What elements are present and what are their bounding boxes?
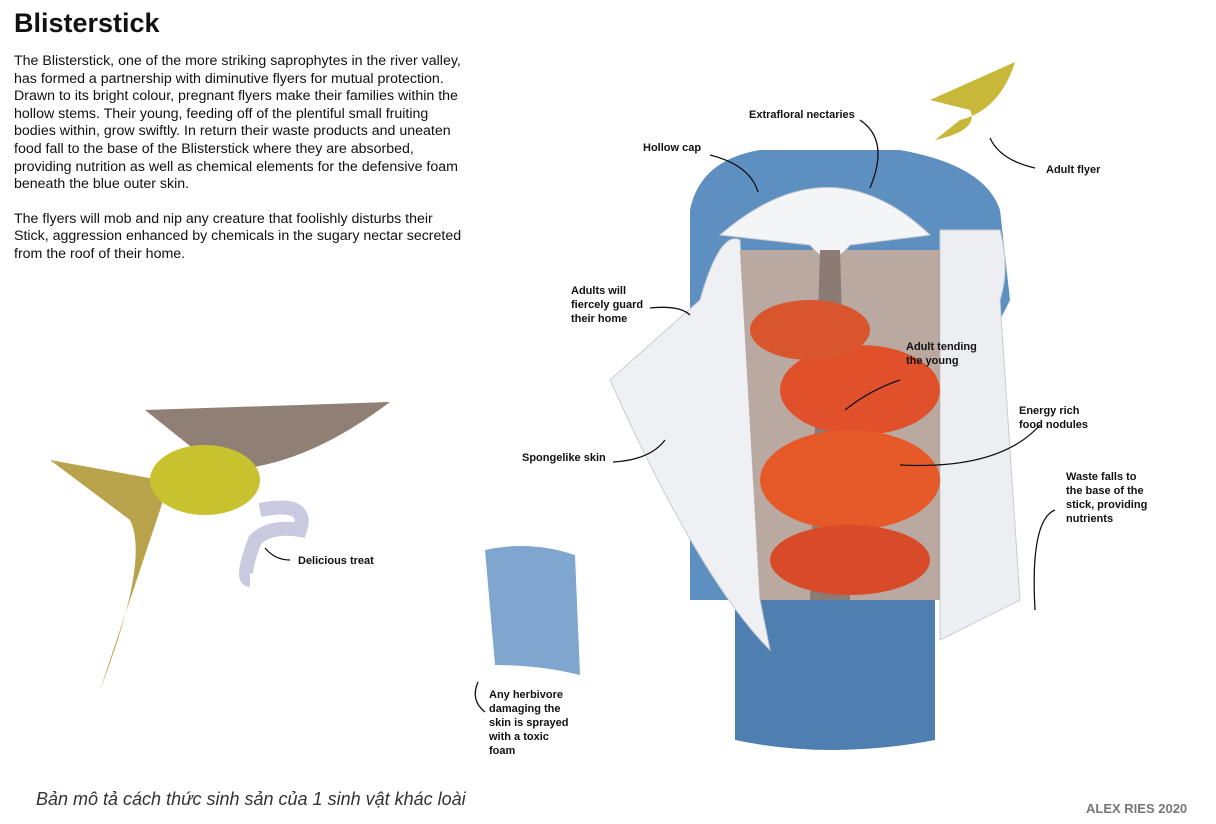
label-energy-nodules: Energy rich food nodules (1019, 405, 1089, 431)
adult-flyer-illustration (930, 62, 1015, 140)
intro-text: The Blisterstick, one of the more striki… (14, 53, 464, 281)
leader-lines (264, 119, 1056, 713)
credit: ALEX RIES 2020 (1086, 801, 1188, 816)
intro-paragraph: The Blisterstick, one of the more striki… (14, 53, 461, 193)
label-delicious-treat: Delicious treat (298, 555, 374, 567)
label-adults-guard: Adults will fiercely guard their home (571, 285, 644, 325)
flyer-illustration (50, 402, 390, 690)
label-waste-falls: Waste falls to the base of the stick, pr… (1066, 471, 1148, 525)
label-extrafloral-nectaries: Extrafloral nectaries (749, 109, 855, 121)
page-title: Blisterstick (14, 8, 160, 38)
label-hollow-cap: Hollow cap (643, 142, 702, 154)
intro-paragraph: The flyers will mob and nip any creature… (14, 210, 462, 262)
label-spongelike-skin: Spongelike skin (522, 452, 606, 464)
label-herbivore-foam: Any herbivore damaging the skin is spray… (489, 689, 569, 757)
blisterstick-illustration (609, 150, 1021, 750)
label-adult-flyer: Adult flyer (1046, 164, 1101, 176)
label-adult-tending: Adult tending the young (906, 341, 977, 367)
caption: Bản mô tả cách thức sinh sản của 1 sinh … (36, 789, 466, 809)
skin-sample (485, 546, 580, 675)
